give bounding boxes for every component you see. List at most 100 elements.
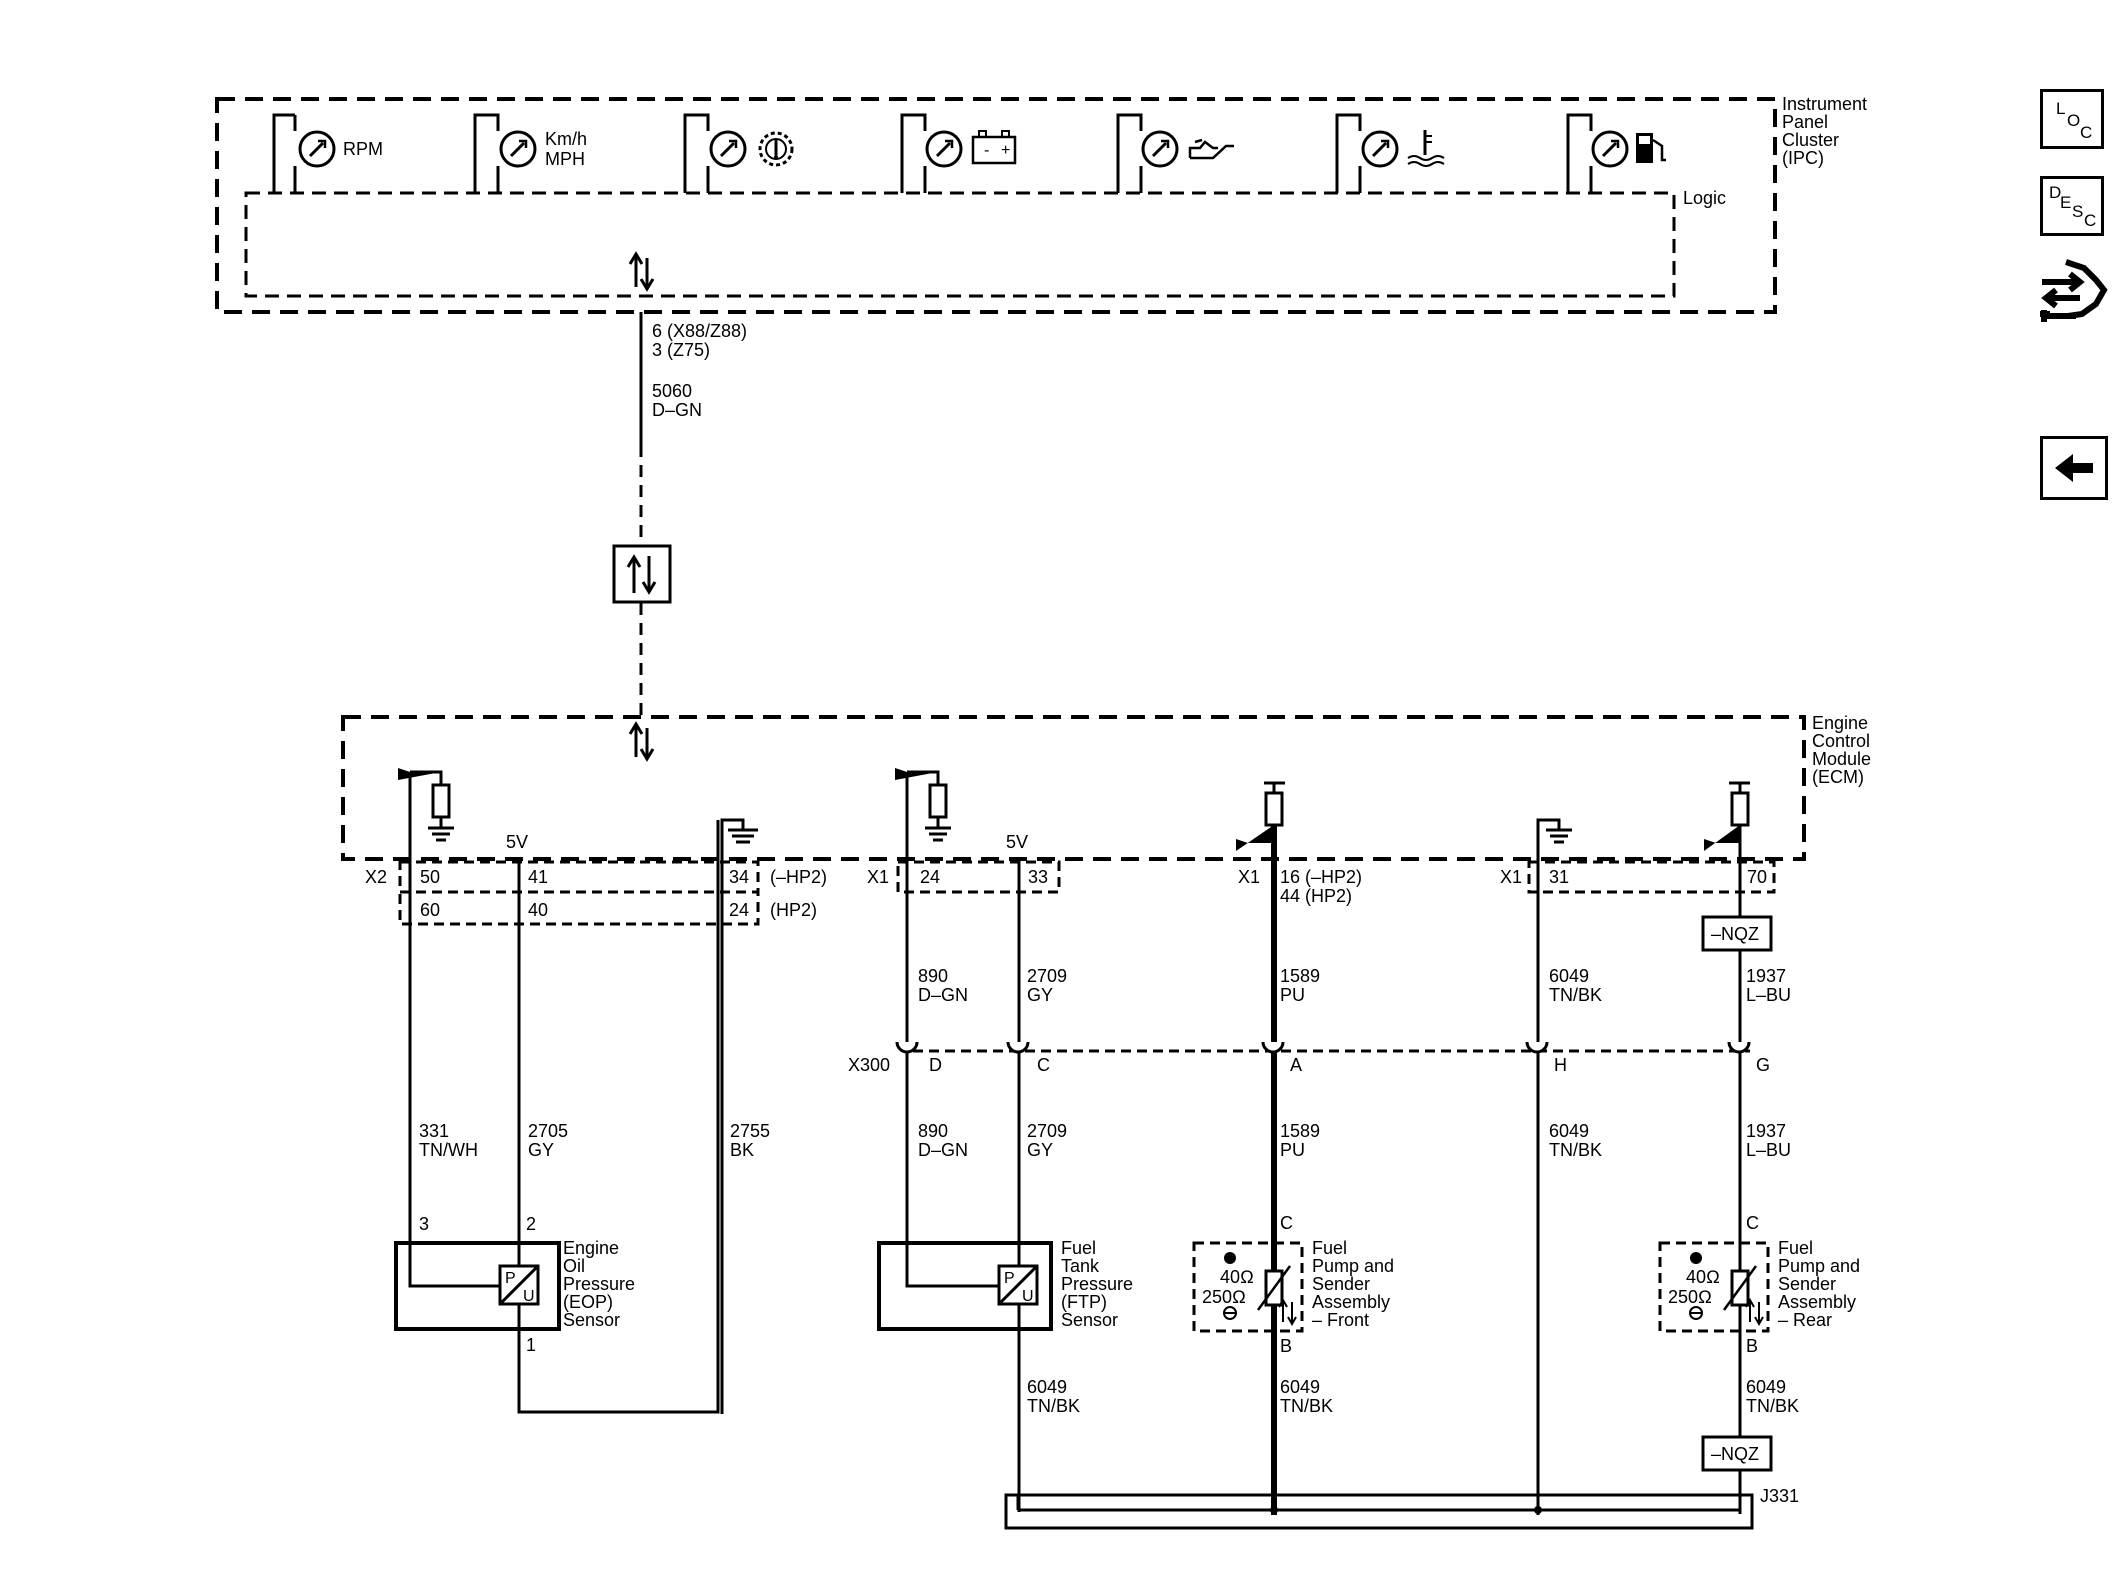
ipc-circuit-line-2: 3 (Z75): [652, 340, 710, 360]
ftp-name-2: Tank: [1061, 1256, 1100, 1276]
x300-label: X300: [848, 1055, 890, 1075]
ipc-labels: RPM Km/h MPH Logic Instrument Panel Clus…: [343, 94, 1867, 208]
ipc-wire-color: D–GN: [652, 400, 702, 420]
oil-can-icon: [1188, 138, 1234, 160]
front-pin-b: B: [1280, 1336, 1292, 1356]
connector-x1-label-b: X1: [1238, 867, 1260, 887]
wire-2755-color: BK: [730, 1140, 754, 1160]
back-button[interactable]: [2040, 436, 2108, 500]
ecm-connectors: [398, 860, 1776, 926]
wire-6049-color-ftp: TN/BK: [1027, 1396, 1080, 1416]
loc-letter-o: O: [2067, 111, 2081, 130]
x1-pin-44: 44 (HP2): [1280, 886, 1352, 906]
wire-labels: 890 D–GN 2709 GY 1589 PU 6049 TN/BK 1937…: [419, 966, 1799, 1416]
x1-pin-24: 24: [920, 867, 940, 887]
ipc-wire-number: 5060: [652, 381, 692, 401]
front-name-3: Sender: [1312, 1274, 1370, 1294]
x300-pin-g: G: [1756, 1055, 1770, 1075]
wire-2709-color-lower: GY: [1027, 1140, 1053, 1160]
gauge-label-rpm: RPM: [343, 139, 383, 159]
svg-text:+: +: [1001, 142, 1010, 159]
x2-pin-60: 60: [420, 900, 440, 920]
wire-1937-num-upper: 1937: [1746, 966, 1786, 986]
gauge-label-kmh: Km/h: [545, 129, 587, 149]
desc-letter-e: E: [2060, 193, 2072, 212]
ipc-name-line-4: (IPC): [1782, 148, 1824, 168]
rear-name-4: Assembly: [1778, 1292, 1856, 1312]
coolant-temp-icon: [1407, 130, 1445, 167]
loc-letter-c: C: [2080, 123, 2093, 142]
eop-pin-1: 1: [526, 1335, 536, 1355]
rear-pin-b: B: [1746, 1336, 1758, 1356]
x300-pin-c: C: [1037, 1055, 1050, 1075]
ftp-u-label: U: [1022, 1288, 1034, 1305]
wire-2755-num: 2755: [730, 1121, 770, 1141]
fuel-pump-front: 40Ω 250Ω C B Fuel Pump and Sender Assemb…: [1192, 1213, 1394, 1356]
svg-text:-: -: [984, 142, 989, 159]
x1-pin-70: 70: [1747, 867, 1767, 887]
ecm-name-line-1: Engine: [1812, 713, 1868, 733]
description-button[interactable]: D E S C: [2040, 176, 2104, 236]
ecm-5v-ftp: 5V: [1006, 832, 1028, 852]
ecm-name-line-2: Control: [1812, 731, 1870, 751]
eop-name-5: Sensor: [563, 1310, 620, 1330]
wire-1589-num-lower: 1589: [1280, 1121, 1320, 1141]
back-arrow-icon: [2055, 454, 2093, 482]
wire-6049-color-front: TN/BK: [1280, 1396, 1333, 1416]
ftp-sensor: P U Fuel Tank Pressure (FTP) Sensor: [877, 1051, 1133, 1331]
ipc-name-line-3: Cluster: [1782, 130, 1839, 150]
serial-data-line: [612, 312, 672, 718]
eop-p-label: P: [505, 1270, 516, 1287]
eop-name-4: (EOP): [563, 1292, 613, 1312]
x2-opt-top: (–HP2): [770, 867, 827, 887]
connector-x300: X300 D C A H G: [848, 1041, 1770, 1075]
nqz-label-lower: –NQZ: [1711, 1444, 1759, 1464]
wire-2705-color: GY: [528, 1140, 554, 1160]
ftp-name-1: Fuel: [1061, 1238, 1096, 1258]
battery-icon: - +: [971, 130, 1017, 165]
nqz-label-upper: –NQZ: [1711, 924, 1759, 944]
wire-890-color-lower: D–GN: [918, 1140, 968, 1160]
x300-pin-a: A: [1290, 1055, 1302, 1075]
eop-sensor: P U 3 2 1 Engine Oil Pressure (EOP) Sens…: [394, 820, 720, 1414]
x1-pin-31: 31: [1549, 867, 1569, 887]
x2-pin-24: 24: [729, 900, 749, 920]
wire-1937-color-upper: L–BU: [1746, 985, 1791, 1005]
connector-x2-label: X2: [365, 867, 387, 887]
ftp-name-4: (FTP): [1061, 1292, 1107, 1312]
ecm-5v-eop: 5V: [506, 832, 528, 852]
front-name-4: Assembly: [1312, 1292, 1390, 1312]
x300-pin-h: H: [1554, 1055, 1567, 1075]
wire-331-color: TN/WH: [419, 1140, 478, 1160]
wire-6049-num-upper: 6049: [1549, 966, 1589, 986]
wire-2705-num: 2705: [528, 1121, 568, 1141]
rear-res-250: 250Ω: [1668, 1287, 1712, 1307]
eop-pin-2: 2: [526, 1214, 536, 1234]
location-button[interactable]: L O C: [2040, 89, 2104, 149]
connector-x1-label-c: X1: [1500, 867, 1522, 887]
wire-2709-num-lower: 2709: [1027, 1121, 1067, 1141]
splice-pack-j331: J331: [1004, 1486, 1799, 1530]
ipc-module: [215, 97, 1777, 314]
connector-x1-label-a: X1: [867, 867, 889, 887]
x2-pin-34: 34: [729, 867, 749, 887]
wire-1937-num-lower: 1937: [1746, 1121, 1786, 1141]
x1-pin-16: 16 (–HP2): [1280, 867, 1362, 887]
desc-letter-c: C: [2084, 211, 2097, 230]
wire-890-num-lower: 890: [918, 1121, 948, 1141]
front-name-1: Fuel: [1312, 1238, 1347, 1258]
eop-pin-3: 3: [419, 1214, 429, 1234]
loc-letter-l: L: [2056, 99, 2066, 118]
rear-name-1: Fuel: [1778, 1238, 1813, 1258]
wire-890-color-upper: D–GN: [918, 985, 968, 1005]
wire-1589-num-upper: 1589: [1280, 966, 1320, 986]
wire-6049-color-rear: TN/BK: [1746, 1396, 1799, 1416]
connector-tool-icon[interactable]: [2038, 254, 2110, 336]
x2-opt-bot: (HP2): [770, 900, 817, 920]
wire-6049-num-rear: 6049: [1746, 1377, 1786, 1397]
ipc-gauges: [272, 113, 1629, 193]
front-res-250: 250Ω: [1202, 1287, 1246, 1307]
wire-1937-color-lower: L–BU: [1746, 1140, 1791, 1160]
eop-u-label: U: [523, 1288, 535, 1305]
ecm-name-line-4: (ECM): [1812, 767, 1864, 787]
